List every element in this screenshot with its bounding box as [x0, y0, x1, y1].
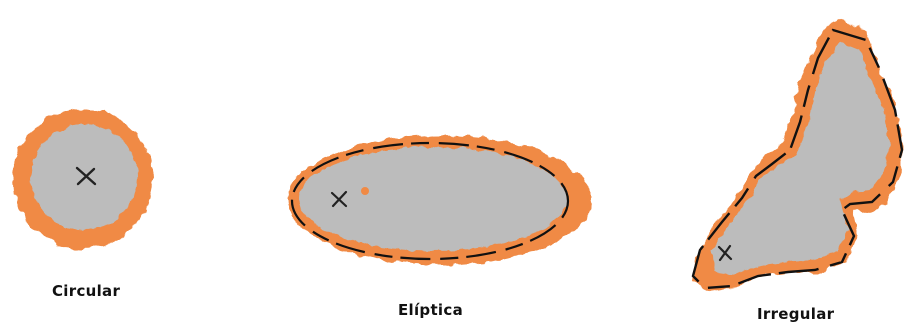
elliptic-shape [288, 135, 592, 265]
label-circular: Circular [52, 282, 120, 300]
irregular-fill [712, 42, 890, 275]
label-eliptica: Elíptica [398, 301, 463, 319]
elliptic-speckle [361, 187, 369, 195]
irregular-shape [692, 18, 903, 292]
circular-shape [13, 109, 153, 249]
label-irregular: Irregular [757, 305, 834, 323]
